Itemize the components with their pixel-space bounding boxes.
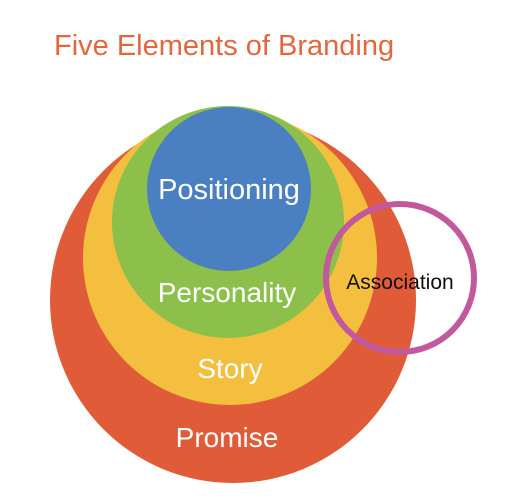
- diagram-title: Five Elements of Branding: [54, 30, 395, 62]
- personality-label: Personality: [158, 277, 297, 308]
- positioning-label: Positioning: [158, 174, 300, 206]
- promise-label: Promise: [176, 422, 279, 453]
- positioning-circle: [147, 107, 311, 271]
- association-label: Association: [346, 271, 453, 294]
- association-ring: [323, 201, 477, 355]
- story-label: Story: [197, 353, 262, 384]
